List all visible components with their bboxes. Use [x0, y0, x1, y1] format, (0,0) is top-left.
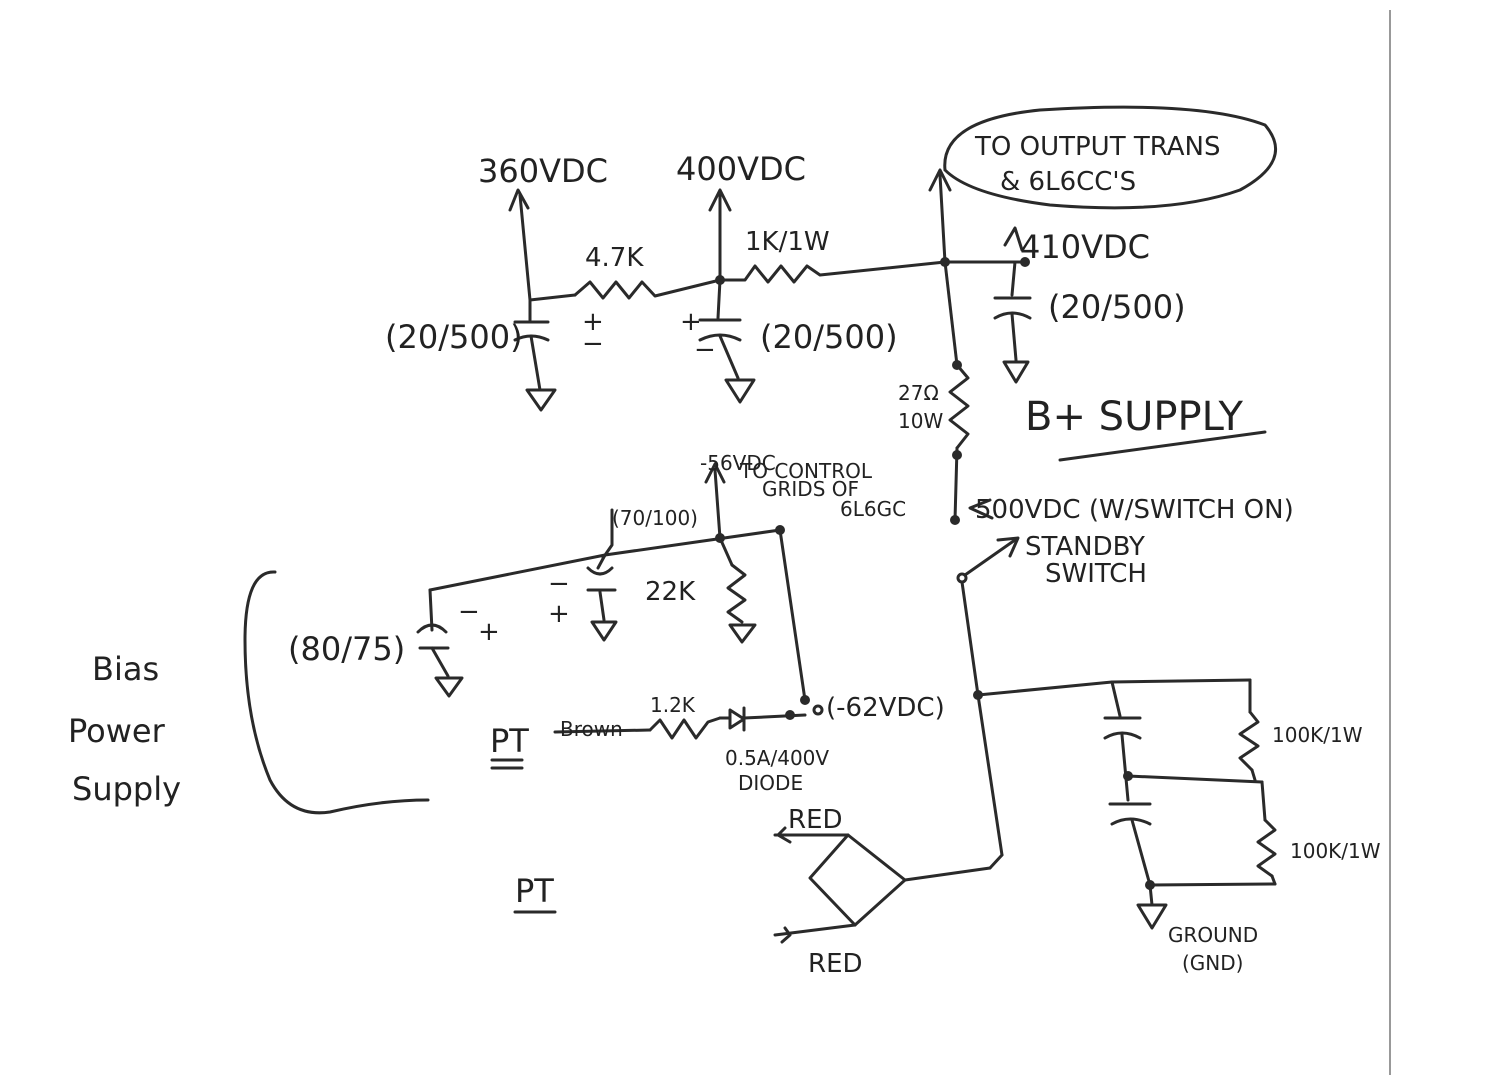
- capacitor-c1: + −: [513, 298, 604, 412]
- label-c2: (20/500): [760, 318, 898, 356]
- capacitor-c2: + −: [680, 278, 756, 404]
- output-callout: [943, 105, 1277, 210]
- diode-line-2: DIODE: [738, 771, 803, 795]
- label-r47k: 4.7K: [585, 243, 644, 273]
- resistor-100k-b: [1256, 818, 1277, 878]
- b-plus-rail: [508, 168, 1030, 302]
- diode-line-1: 0.5A/400V: [725, 746, 829, 770]
- ground-icon: [590, 620, 618, 642]
- bias-circuit: − + − +: [243, 462, 824, 914]
- resistor-1-2k: [648, 716, 722, 740]
- svg-text:+: +: [478, 617, 500, 647]
- ground-icon: [728, 623, 757, 644]
- label-c4: (70/100): [612, 506, 698, 530]
- grids-line-2: GRIDS OF: [762, 477, 859, 501]
- label-c3: (20/500): [1048, 288, 1186, 326]
- svg-text:+: +: [680, 307, 702, 337]
- label-red-2: RED: [808, 949, 863, 979]
- output-line-2: & 6L6CC'S: [1000, 167, 1136, 197]
- label-r100b: 100K/1W: [1290, 839, 1381, 863]
- label-r22k: 22K: [645, 577, 696, 607]
- output-line-1: TO OUTPUT TRANS: [974, 132, 1220, 162]
- resistor-22k: [726, 563, 747, 624]
- label-red-1: RED: [788, 805, 843, 835]
- label-r1k: 1K/1W: [745, 227, 830, 257]
- arrow-up-icon: [1003, 226, 1024, 252]
- resistor-100k-a: [1238, 710, 1260, 772]
- label-r27w: 10W: [898, 409, 943, 433]
- arrow-up-icon: [508, 188, 530, 212]
- resistor-4-7k: [573, 278, 722, 300]
- arrow-up-icon: [708, 188, 732, 212]
- label-bias-1: Bias: [92, 650, 159, 688]
- label-r27: 27Ω: [898, 381, 939, 405]
- ground-icon: [1136, 903, 1168, 930]
- label-r100a: 100K/1W: [1272, 723, 1363, 747]
- resistor-27-ohm: [943, 260, 994, 525]
- label-ground-1: GROUND: [1168, 923, 1258, 947]
- label-b-supply: B+ SUPPLY: [1025, 394, 1244, 440]
- label-r12k: 1.2K: [650, 693, 696, 717]
- svg-text:−: −: [694, 335, 716, 365]
- svg-text:−: −: [458, 597, 480, 627]
- label-neg62: (-62VDC): [826, 693, 945, 723]
- label-bias-3: Supply: [72, 770, 181, 808]
- label-410vdc: 410VDC: [1020, 228, 1150, 266]
- label-pt-1: PT: [490, 722, 529, 760]
- arrow-up-icon: [928, 168, 952, 192]
- label-standby-1: STANDBY: [1025, 532, 1145, 562]
- label-c1: (20/500): [385, 318, 523, 356]
- capacitor-c3: [993, 226, 1032, 384]
- filter-bank: [976, 678, 1277, 930]
- grids-line-1: TO CONTROL: [739, 459, 873, 483]
- label-pt-2: PT: [515, 872, 554, 910]
- svg-text:−: −: [582, 329, 604, 359]
- arrow-up-icon: [704, 462, 726, 484]
- svg-text:+: +: [582, 307, 604, 337]
- rectifier-bridge: [773, 826, 907, 944]
- label-400vdc: 400VDC: [676, 150, 806, 188]
- label-standby-2: SWITCH: [1045, 559, 1147, 589]
- standby-switch: [903, 536, 1020, 882]
- label-bias-2: Power: [68, 712, 166, 750]
- svg-text:−: −: [548, 569, 570, 599]
- label-500vdc: 500VDC (W/SWITCH ON): [975, 495, 1294, 525]
- label-neg56: -56VDC: [700, 451, 776, 475]
- diode-icon: [728, 706, 746, 732]
- resistor-1k: [718, 260, 947, 284]
- svg-text:+: +: [548, 599, 570, 629]
- b-supply-underline: [1058, 430, 1267, 462]
- grids-line-3: 6L6GC: [840, 497, 906, 521]
- label-brown: Brown: [560, 717, 623, 741]
- label-c5: (80/75): [288, 630, 405, 668]
- ground-icon: [434, 676, 464, 698]
- label-360vdc: 360VDC: [478, 152, 608, 190]
- label-ground-2: (GND): [1182, 951, 1243, 975]
